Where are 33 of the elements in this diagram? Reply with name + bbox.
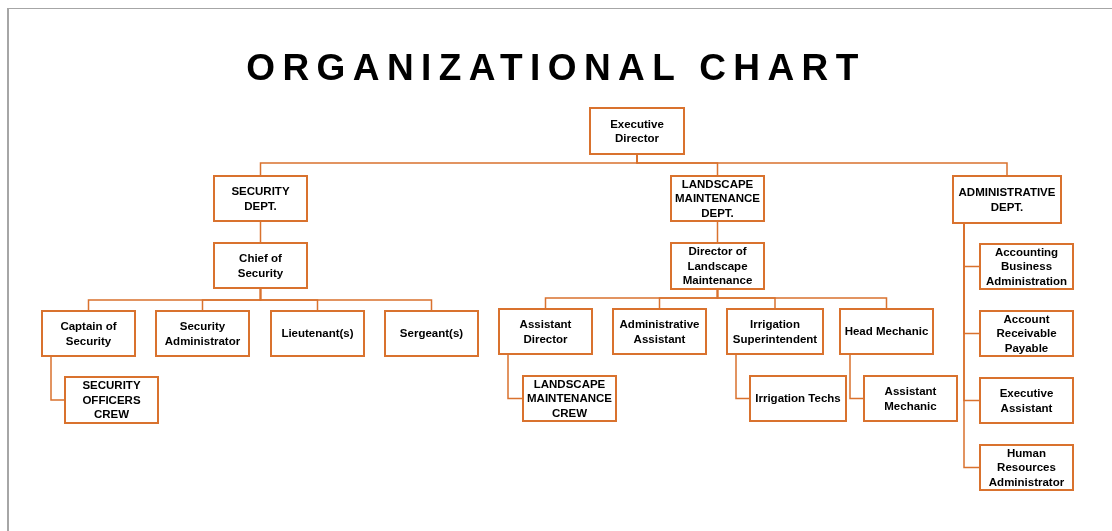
org-box: SECURITY DEPT. <box>213 175 308 222</box>
connector-line <box>735 354 750 400</box>
org-box: Administrative Assistant <box>612 308 707 355</box>
org-box: Chief of Security <box>213 242 308 289</box>
connector-line <box>716 289 888 309</box>
org-box: Assistant Director <box>498 308 593 355</box>
org-box: Account Receivable Payable <box>979 310 1074 357</box>
connector-line <box>50 356 65 401</box>
connector-line <box>849 354 864 400</box>
org-box: Executive Assistant <box>979 377 1074 424</box>
org-box: Assistant Mechanic <box>863 375 958 422</box>
connector-line <box>963 223 980 469</box>
org-box: Security Administrator <box>155 310 250 357</box>
org-box: Executive Director <box>589 107 685 155</box>
org-box: LANDSCAPE MAINTENANCE DEPT. <box>670 175 765 222</box>
org-box: Sergeant(s) <box>384 310 479 357</box>
connector-line <box>716 221 719 243</box>
org-box: Irrigation Techs <box>749 375 847 422</box>
connector-line <box>636 154 1008 176</box>
org-box: ADMINISTRATIVE DEPT. <box>952 175 1062 224</box>
org-box: Director of Landscape Maintenance <box>670 242 765 290</box>
connector-line <box>507 354 523 400</box>
org-box: SECURITY OFFICERS CREW <box>64 376 159 424</box>
org-box: Head Mechanic <box>839 308 934 355</box>
org-box: LANDSCAPE MAINTENANCE CREW <box>522 375 617 422</box>
org-box: Lieutenant(s) <box>270 310 365 357</box>
org-box: Accounting Business Administration <box>979 243 1074 290</box>
org-box: Captain of Security <box>41 310 136 357</box>
org-box: Irrigation Superintendent <box>726 308 824 355</box>
chart-title: ORGANIZATIONAL CHART <box>245 46 867 90</box>
connector-line <box>259 288 433 311</box>
org-box: Human Resources Administrator <box>979 444 1074 491</box>
connector-line <box>259 221 262 243</box>
